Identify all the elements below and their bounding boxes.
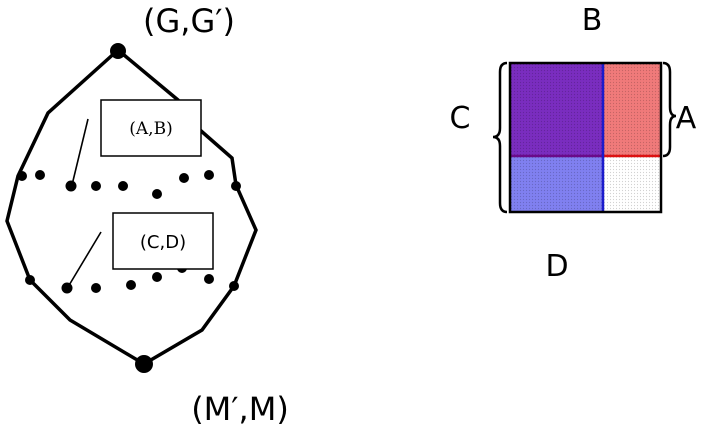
label-box-upper-text: (A,B) xyxy=(129,119,172,139)
label-box-lower xyxy=(112,212,214,270)
lattice-node xyxy=(179,173,189,183)
lattice-node xyxy=(229,281,239,291)
matrix-texture xyxy=(510,63,661,212)
bottom-node-label: (M′,M) xyxy=(191,390,289,428)
lattice-node xyxy=(204,274,214,284)
matrix-grid xyxy=(508,61,663,214)
label-box-lower-text: (C,D) xyxy=(140,232,186,253)
lattice-node xyxy=(91,283,101,293)
matrix-label-bottom: D xyxy=(545,249,568,284)
lattice-node xyxy=(126,280,136,290)
lattice-node xyxy=(25,275,35,285)
lattice-node xyxy=(65,180,77,192)
top-node xyxy=(110,43,126,59)
matrix-label-top: B xyxy=(582,3,603,38)
lattice-node xyxy=(152,189,162,199)
lattice-node xyxy=(61,282,73,294)
matrix-border xyxy=(508,61,663,214)
upper-node-row xyxy=(17,170,241,199)
lattice-node xyxy=(152,272,162,282)
pointer-line-upper xyxy=(71,118,89,186)
top-node-label: (G,G′) xyxy=(143,2,235,40)
lattice-node xyxy=(91,181,101,191)
matrix-label-right: A xyxy=(676,101,697,136)
lattice-node xyxy=(35,170,45,180)
lattice-node xyxy=(204,170,214,180)
lattice-node xyxy=(231,181,241,191)
lattice-outline xyxy=(5,47,258,367)
left-brace xyxy=(492,61,508,214)
label-box-upper xyxy=(100,99,202,157)
lattice-node xyxy=(118,181,128,191)
lower-node-row xyxy=(25,263,239,294)
matrix-label-left: C xyxy=(450,101,471,136)
bottom-node xyxy=(135,355,153,373)
right-brace xyxy=(662,61,677,158)
lattice-node xyxy=(17,171,27,181)
pointer-line-lower xyxy=(67,231,102,288)
